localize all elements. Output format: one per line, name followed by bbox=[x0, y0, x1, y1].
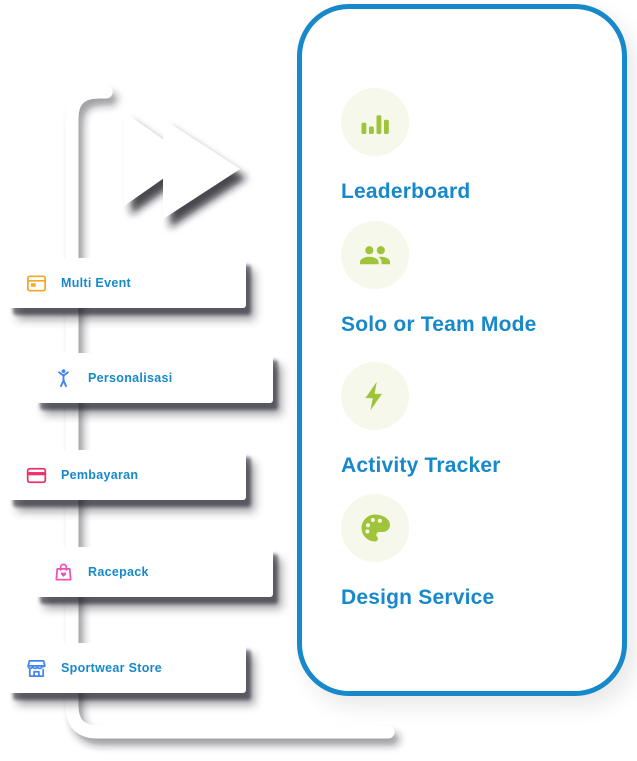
person-cheering-icon bbox=[52, 367, 75, 390]
feature-label: Design Service bbox=[341, 586, 495, 609]
menu-card-pembayaran[interactable]: Pembayaran bbox=[8, 450, 246, 500]
menu-card-label: Personalisasi bbox=[88, 371, 173, 385]
menu-card-sportwear-store[interactable]: Sportwear Store bbox=[8, 643, 246, 693]
feature-design-service: Design Service bbox=[341, 494, 494, 610]
menu-card-multi-event[interactable]: Multi Event bbox=[8, 258, 246, 308]
menu-card-label: Pembayaran bbox=[61, 468, 139, 482]
menu-card-label: Multi Event bbox=[61, 276, 131, 290]
fast-forward-icon bbox=[124, 112, 240, 219]
activity-bolt-icon bbox=[341, 362, 409, 430]
menu-card-label: Racepack bbox=[88, 565, 149, 579]
credit-card-icon bbox=[25, 464, 48, 487]
feature-label: Activity Tracker bbox=[341, 454, 501, 477]
bar-chart-icon bbox=[341, 88, 409, 156]
feature-activity-tracker: Activity Tracker bbox=[341, 362, 501, 478]
phone-panel: Leaderboard Solo or Team Mode Activity T… bbox=[297, 4, 627, 696]
shopping-bag-heart-icon bbox=[52, 561, 75, 584]
feature-solo-team: Solo or Team Mode bbox=[341, 221, 537, 337]
menu-card-racepack[interactable]: Racepack bbox=[35, 547, 273, 597]
feature-label: Leaderboard bbox=[341, 180, 471, 203]
storefront-icon bbox=[25, 657, 48, 680]
palette-icon bbox=[341, 494, 409, 562]
people-icon bbox=[341, 221, 409, 289]
calendar-event-icon bbox=[25, 272, 48, 295]
feature-leaderboard: Leaderboard bbox=[341, 88, 470, 204]
feature-label: Solo or Team Mode bbox=[341, 313, 537, 336]
menu-card-label: Sportwear Store bbox=[61, 661, 163, 675]
menu-card-personalisasi[interactable]: Personalisasi bbox=[35, 353, 273, 403]
